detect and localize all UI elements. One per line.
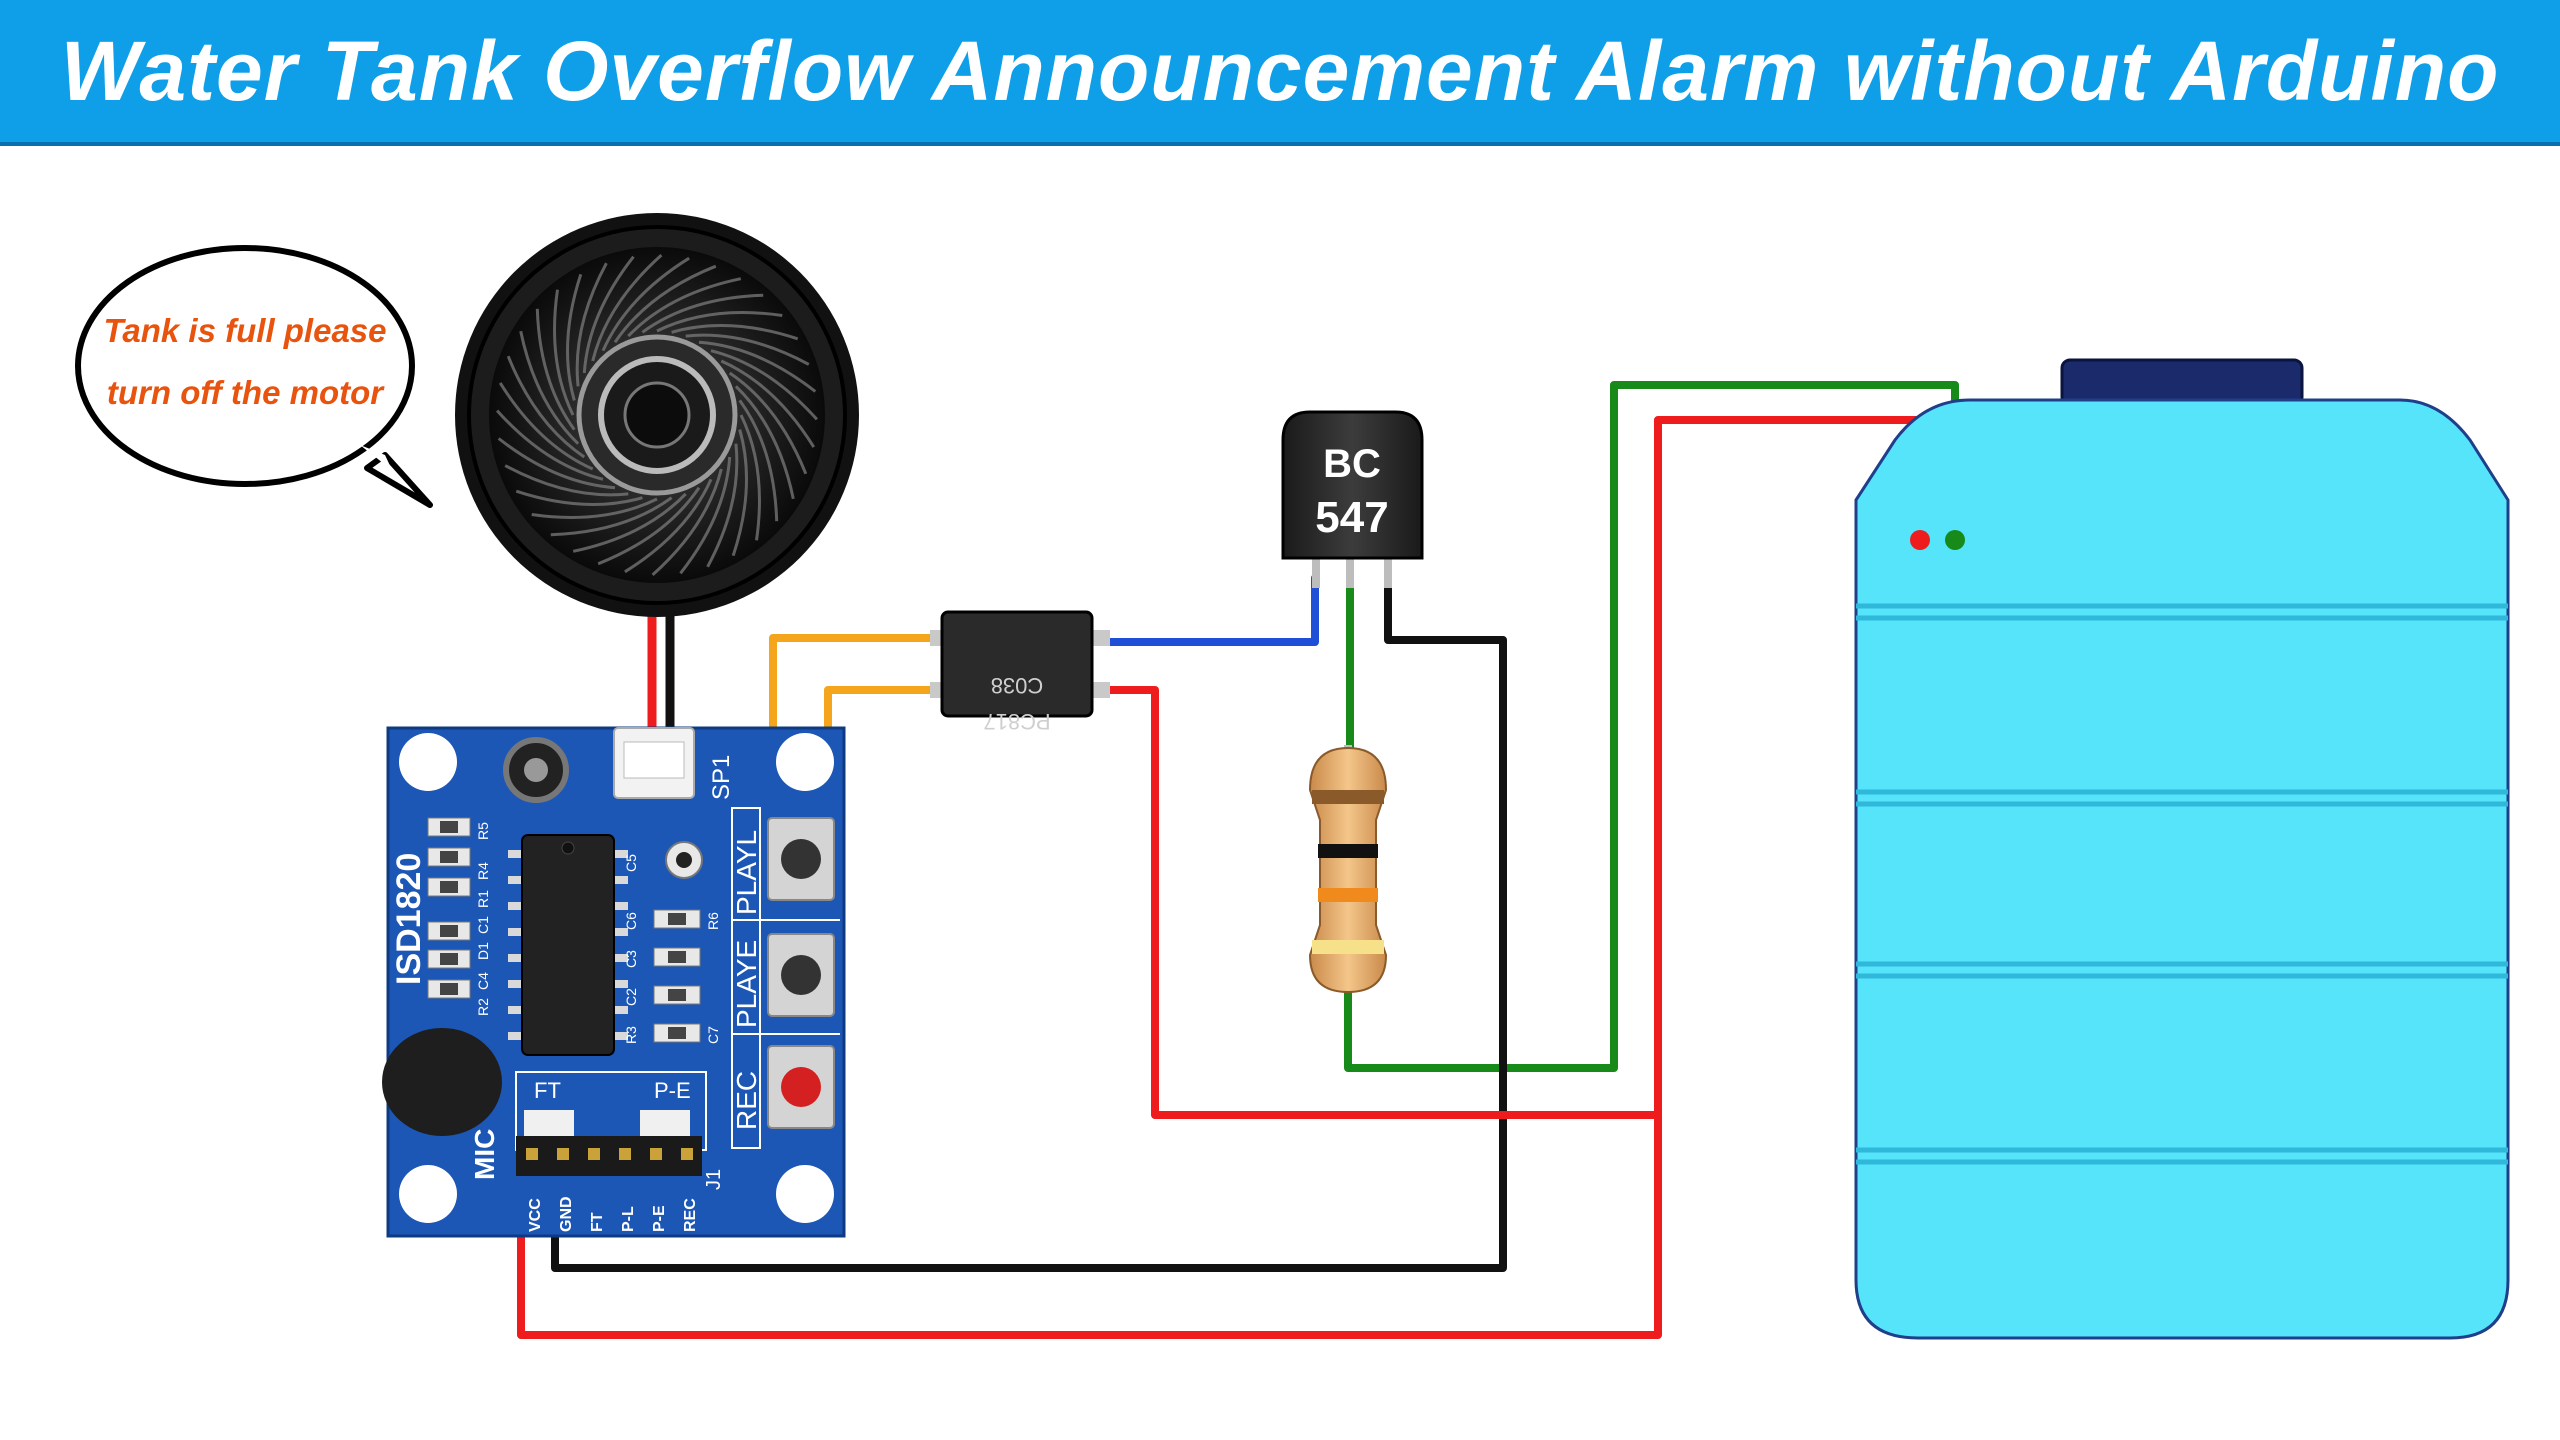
speaker-rib: [651, 468, 723, 577]
speaker-rib: [706, 443, 739, 568]
pin-label-pl: P-L: [620, 1206, 637, 1232]
speech-bubble: Tank is full please turn off the motor: [75, 245, 433, 508]
speaker-rib: [698, 340, 817, 393]
green-probe-dot: [1945, 530, 1965, 550]
part-label-r5: R5: [475, 822, 491, 840]
part-label-c3: C3: [623, 950, 639, 968]
optocoupler-label-2: C038: [991, 673, 1044, 698]
speaker-rib: [601, 256, 690, 352]
button-playe: [767, 933, 835, 1017]
speaker-rib: [597, 486, 701, 566]
speaker-rib: [497, 437, 616, 490]
speaker-rib: [679, 456, 732, 575]
part-label-r1: R1: [475, 890, 491, 908]
jumper-label-ft: FT: [534, 1078, 561, 1103]
part-label-r4: R4: [475, 862, 491, 880]
part-label-c6: C6: [623, 912, 639, 930]
pin-label-gnd: GND: [558, 1196, 575, 1232]
transistor-label-1: BC: [1323, 442, 1381, 486]
red-probe-dot: [1910, 530, 1930, 550]
speaker-rib: [641, 293, 764, 334]
pin-labels: VCC GND FT P-L P-E REC: [527, 1196, 699, 1232]
speaker-rib: [739, 414, 761, 541]
ic-chip: [508, 834, 628, 1056]
water-tank: [1854, 358, 2510, 1340]
tank-body: [1854, 398, 2510, 1340]
part-label-r6: R6: [705, 912, 721, 930]
speaker-rib: [710, 349, 819, 421]
speaker-rib: [515, 489, 643, 506]
part-label-d1: D1: [475, 942, 491, 960]
transistor-label-2: 547: [1315, 493, 1388, 542]
pin-label-vcc: VCC: [527, 1198, 544, 1232]
resistor: [1308, 745, 1388, 994]
circuit-diagram: Tank is full please turn off the motor P…: [75, 213, 2510, 1340]
transistor-bc547: BC 547: [1281, 410, 1424, 588]
speaker-rib: [685, 333, 810, 366]
part-label-r3: R3: [623, 1026, 639, 1044]
page-title: Water Tank Overflow Announcement Alarm w…: [60, 24, 2500, 118]
speaker-rib: [728, 371, 808, 475]
tank-cap: [2060, 358, 2304, 407]
speaker: [455, 213, 859, 617]
pin-header: [516, 1136, 702, 1176]
button-playl: [767, 817, 835, 901]
speaker-rib: [734, 385, 795, 500]
speaker-header-label: SP1: [708, 755, 735, 800]
speaker-rib: [720, 359, 816, 448]
part-label-r2: R2: [475, 998, 491, 1016]
speaker-rib: [566, 273, 583, 401]
speaker-rib: [495, 409, 604, 481]
speaker-rib: [504, 464, 629, 497]
speaker-rib: [738, 399, 779, 522]
button-rec: [767, 1045, 835, 1129]
speaker-rib: [535, 308, 576, 431]
black-wire-gnd: [551, 574, 1507, 1272]
title-underline: [0, 142, 2560, 146]
button-label-playe: PLAYE: [731, 940, 762, 1028]
speaker-rib: [506, 355, 586, 459]
speaker-rib: [498, 382, 594, 471]
part-label-c5: C5: [623, 854, 639, 872]
optocoupler: PC817 C038: [930, 610, 1110, 734]
speech-line-2: turn off the motor: [107, 374, 385, 411]
speaker-rib: [731, 429, 748, 557]
pin-label-rec: REC: [682, 1198, 699, 1232]
module-name: ISD1820: [390, 853, 428, 985]
speaker-rib: [553, 289, 575, 416]
right-part-labels: C5 C6 C3 C2 R3 C7 R6: [623, 854, 721, 1044]
microphone: [382, 1028, 502, 1136]
speaker-rib: [550, 496, 673, 537]
header-label-j1: J1: [703, 1169, 725, 1190]
speaker-rib: [624, 478, 713, 574]
speaker-rib: [531, 497, 658, 519]
red-wire-opto: [1106, 686, 1662, 1119]
jumper-label-pe: P-E: [654, 1078, 691, 1103]
pin-label-pe: P-E: [651, 1205, 668, 1232]
speaker-rib: [572, 492, 687, 553]
left-part-labels: R5 R4 R1 C1 D1 C4 R2: [475, 822, 491, 1016]
speaker-rib: [671, 324, 799, 341]
speaker-rib: [591, 253, 663, 362]
part-label-c2: C2: [623, 988, 639, 1006]
mic-label: MIC: [469, 1129, 500, 1180]
part-label-c4: C4: [475, 972, 491, 990]
button-label-rec: REC: [731, 1071, 762, 1130]
speaker-rib: [582, 255, 635, 374]
part-label-c7: C7: [705, 1026, 721, 1044]
speaker-rib: [519, 330, 580, 445]
isd1820-module: SP1 ISD1820 R5 R4 R1 C1 D1 C4 R2: [382, 726, 846, 1238]
button-label-playl: PLAYL: [731, 830, 762, 915]
speaker-rib: [627, 277, 742, 338]
speaker-rib: [656, 311, 783, 333]
optocoupler-label-1: PC817: [983, 709, 1050, 734]
speech-line-1: Tank is full please: [103, 312, 386, 349]
blue-wire: [1106, 574, 1319, 646]
speaker-rib: [613, 264, 717, 344]
part-label-c1: C1: [475, 916, 491, 934]
pin-label-ft: FT: [589, 1212, 606, 1232]
speaker-rib: [575, 262, 608, 387]
title-bar: [0, 0, 2560, 142]
